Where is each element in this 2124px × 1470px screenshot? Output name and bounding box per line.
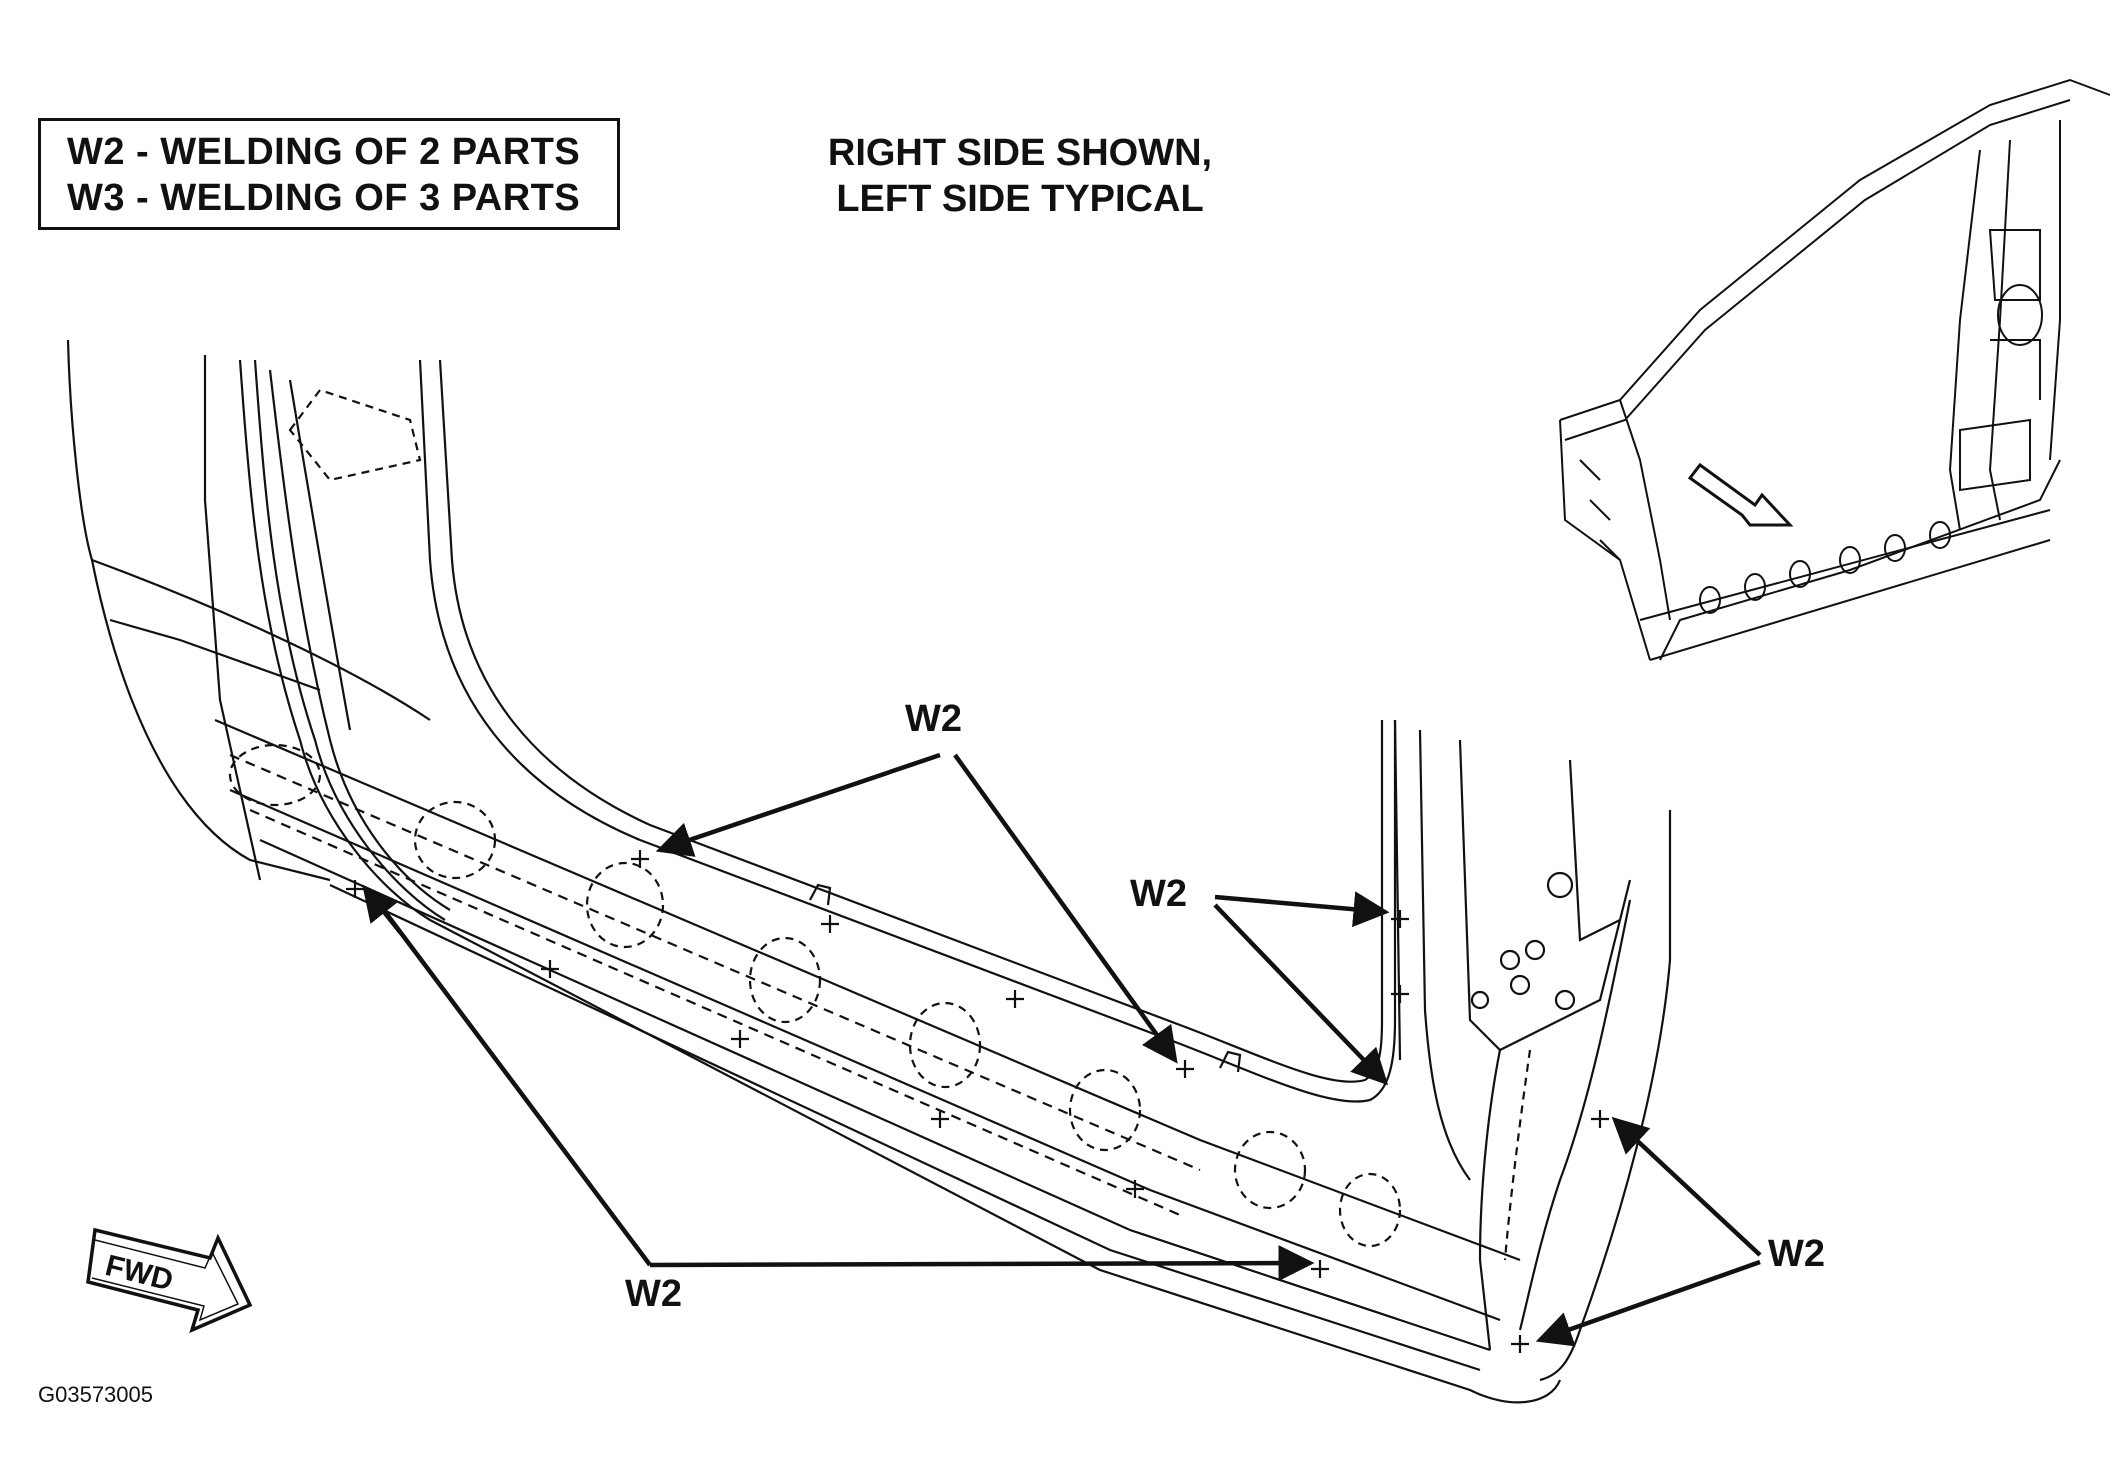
callout-top-w2: W2 (905, 698, 962, 740)
rocker-panel-drawing (66, 339, 1672, 1404)
callout-leaders (362, 752, 1762, 1347)
callout-middle-w2: W2 (1130, 873, 1187, 915)
callout-right-w2: W2 (1768, 1233, 1825, 1275)
figure-id: G03573005 (38, 1382, 153, 1407)
callout-bottom-left-w2: W2 (625, 1273, 682, 1315)
legend-w3-line: W3 - WELDING OF 3 PARTS (67, 177, 581, 219)
legend-w2-line: W2 - WELDING OF 2 PARTS (67, 131, 581, 173)
note-line-2: LEFT SIDE TYPICAL (836, 178, 1204, 220)
orientation-note: RIGHT SIDE SHOWN, LEFT SIDE TYPICAL (790, 130, 1250, 222)
weld-legend: W2 - WELDING OF 2 PARTS W3 - WELDING OF … (38, 118, 620, 230)
note-line-1: RIGHT SIDE SHOWN, (827, 132, 1213, 174)
inset-body-side-drawing (1559, 78, 2111, 661)
fwd-arrow (86, 1227, 253, 1334)
